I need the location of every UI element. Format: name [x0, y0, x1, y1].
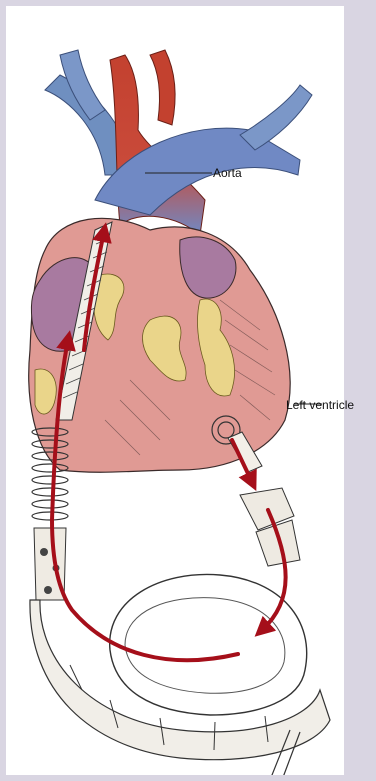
pump-housing	[30, 574, 330, 775]
great-vessels	[45, 50, 312, 235]
pulmonary-branch-right	[240, 85, 312, 150]
aorta-label: Aorta	[213, 166, 242, 180]
pump-ring-inner	[125, 598, 285, 694]
pump-body	[30, 600, 330, 760]
aortic-branch	[150, 50, 175, 125]
figure-panel	[6, 6, 344, 775]
pump-ring-outer	[110, 574, 307, 715]
lvad-diagram	[6, 6, 344, 775]
left-ventricle-label: Left ventricle	[286, 398, 354, 412]
